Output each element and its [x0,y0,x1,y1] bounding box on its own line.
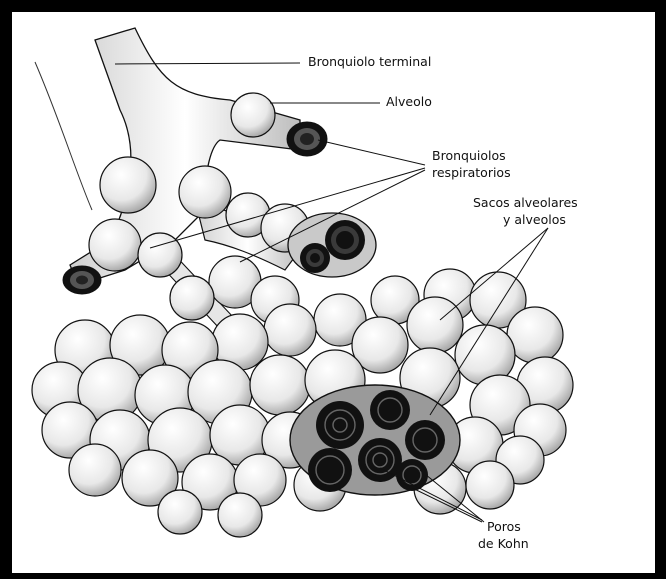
label-sacos-alveolares-line1: Sacos alveolares [473,195,578,210]
cut-section-large [290,385,460,495]
label-poros-de-kohn-line2: de Kohn [478,536,529,551]
label-bronquiolos-respiratorios-line1: Bronquiolos [432,148,506,163]
tube-opening-upper [287,122,327,156]
label-bronquiolo-terminal: Bronquiolo terminal [308,54,431,69]
cut-section-small [288,213,376,277]
background-contour-line [35,62,92,210]
label-bronquiolos-respiratorios-line2: respiratorios [432,165,511,180]
label-alveolo: Alveolo [386,94,432,109]
label-sacos-alveolares-line2: y alveolos [503,212,566,227]
tube-opening-lower [63,266,101,294]
label-poros-de-kohn-line1: Poros [487,519,521,534]
alveolar-sac-cluster [32,269,573,537]
